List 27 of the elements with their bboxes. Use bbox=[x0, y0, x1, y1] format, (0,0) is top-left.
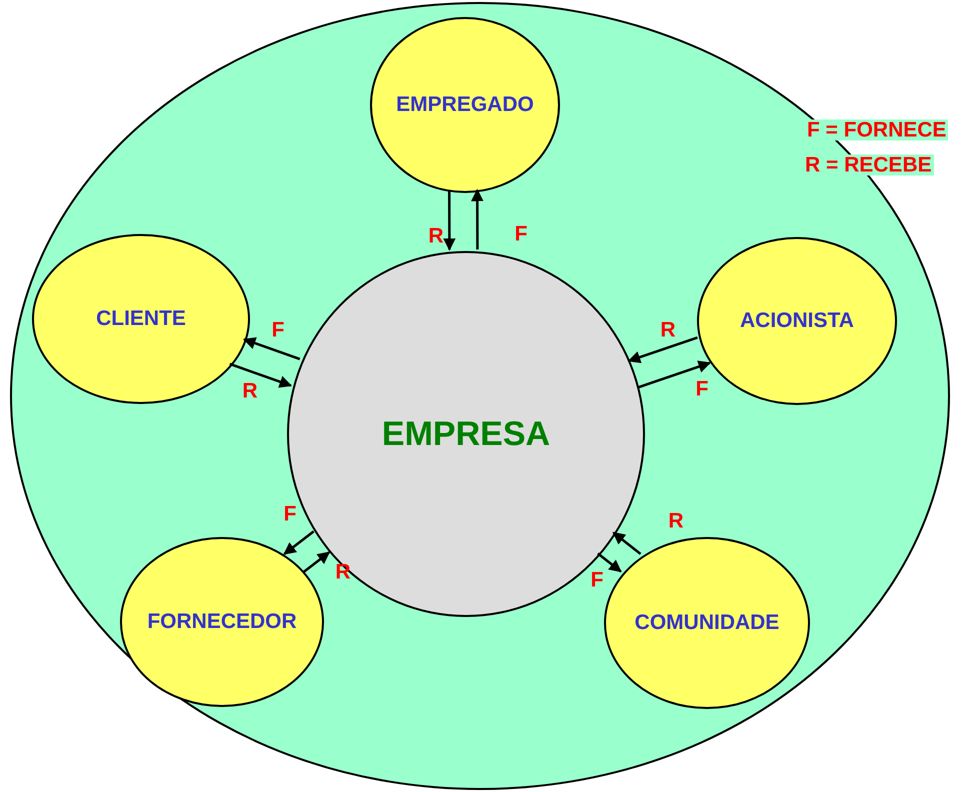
node-label: FORNECEDOR bbox=[147, 609, 297, 636]
edge-label: R bbox=[668, 510, 684, 532]
node-label: ACIONISTA bbox=[740, 308, 854, 334]
arrow bbox=[242, 337, 300, 360]
edge-label: F bbox=[590, 570, 604, 590]
legend-note: F = FORNECE bbox=[805, 120, 948, 140]
arrow bbox=[628, 336, 698, 364]
edge-label: R bbox=[428, 226, 444, 246]
legend-note: R = RECEBE bbox=[803, 154, 934, 176]
node-label: EMPRESA bbox=[382, 414, 550, 454]
arrow bbox=[283, 530, 314, 556]
arrow bbox=[443, 190, 456, 251]
arrow bbox=[229, 362, 292, 388]
node-label: EMPREGADO bbox=[396, 92, 534, 118]
arrow bbox=[471, 188, 484, 250]
edge-label: R bbox=[660, 320, 676, 340]
edge-label: R bbox=[242, 380, 258, 402]
node-label: CLIENTE bbox=[96, 306, 186, 332]
arrow bbox=[303, 551, 330, 573]
node-label: COMUNIDADE bbox=[634, 610, 780, 636]
edge-label: R bbox=[335, 562, 351, 582]
arrow bbox=[637, 360, 711, 389]
edge-label: F bbox=[514, 224, 528, 244]
arrow bbox=[597, 552, 622, 572]
edge-label: F bbox=[272, 320, 284, 340]
edge-label: F bbox=[696, 378, 708, 400]
edge-label: F bbox=[284, 504, 296, 524]
